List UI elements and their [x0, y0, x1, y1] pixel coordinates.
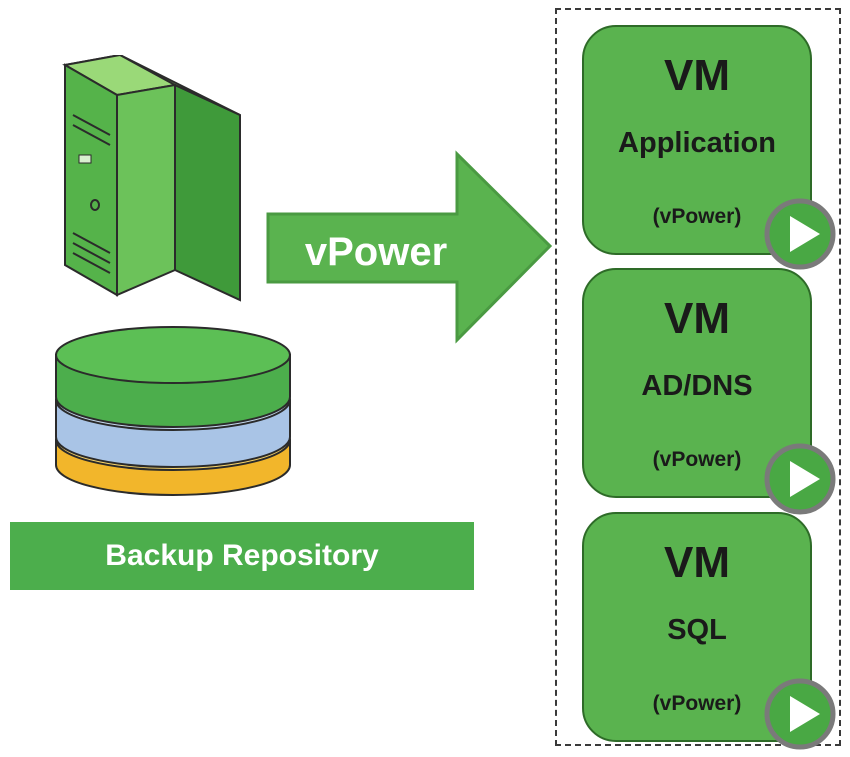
vm-title: VM	[664, 538, 730, 587]
vm-title: VM	[664, 294, 730, 343]
server-icon	[62, 55, 241, 302]
vm-mode: (vPower)	[652, 205, 742, 228]
vpower-arrow-label: vPower	[304, 229, 448, 274]
backup-repository-label: Backup Repository	[10, 522, 474, 590]
vm-role: Application	[618, 127, 776, 159]
vm-panel	[555, 8, 841, 746]
database-icon	[55, 326, 291, 496]
vm-mode: (vPower)	[652, 448, 742, 471]
vm-mode: (vPower)	[652, 692, 742, 715]
vpower-arrow	[266, 150, 553, 344]
play-icon[interactable]	[764, 443, 836, 515]
vm-title: VM	[664, 51, 730, 100]
play-icon[interactable]	[764, 678, 836, 750]
vm-role: AD/DNS	[641, 370, 753, 402]
vm-role: SQL	[667, 614, 727, 646]
play-icon[interactable]	[764, 198, 836, 270]
